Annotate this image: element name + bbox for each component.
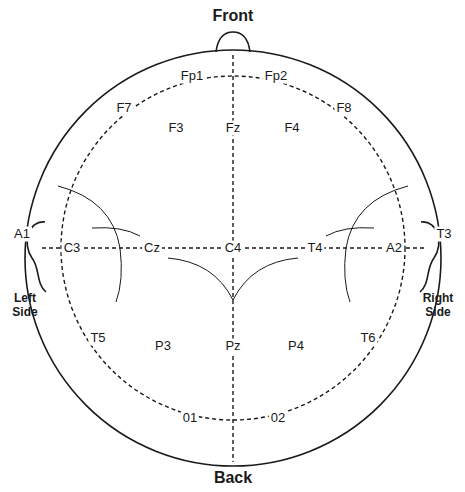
electrode-label: F7 (114, 101, 133, 116)
sulcus-line (326, 228, 374, 236)
electrode-label: Pz (223, 339, 242, 354)
electrode-label: F8 (334, 101, 353, 116)
electrode-label: Fp2 (263, 69, 289, 84)
electrode-label: A1 (12, 227, 32, 242)
electrode-label: F4 (282, 121, 301, 136)
sulcus-line (58, 186, 121, 302)
sulcus-line (233, 258, 298, 300)
electrode-label: 01 (181, 411, 199, 426)
electrode-label: A2 (384, 241, 404, 256)
electrode-label: P3 (153, 339, 173, 354)
electrode-label: T3 (434, 227, 453, 242)
midline (232, 55, 233, 462)
sulcus-line (168, 258, 233, 300)
side-label: Left Side (3, 292, 47, 320)
electrode-label: C3 (62, 241, 83, 256)
electrode-label: F3 (166, 121, 185, 136)
side-label: Right Side (414, 292, 462, 320)
electrode-label: P4 (286, 339, 306, 354)
electrode-label: T5 (88, 331, 107, 346)
nose-outline (216, 32, 250, 52)
electrode-label: C4 (223, 241, 244, 256)
heading: Front (211, 7, 256, 25)
heading: Back (212, 469, 254, 487)
electrode-label: Fz (224, 121, 242, 136)
sulcus-line (92, 228, 140, 236)
electrode-label: 02 (269, 411, 287, 426)
head-outline (25, 50, 441, 466)
electrode-label: T6 (358, 331, 377, 346)
electrode-label: Cz (142, 241, 162, 256)
electrode-label: Fp1 (179, 69, 205, 84)
electrode-label: T4 (305, 241, 324, 256)
sulcus-line (345, 186, 408, 302)
